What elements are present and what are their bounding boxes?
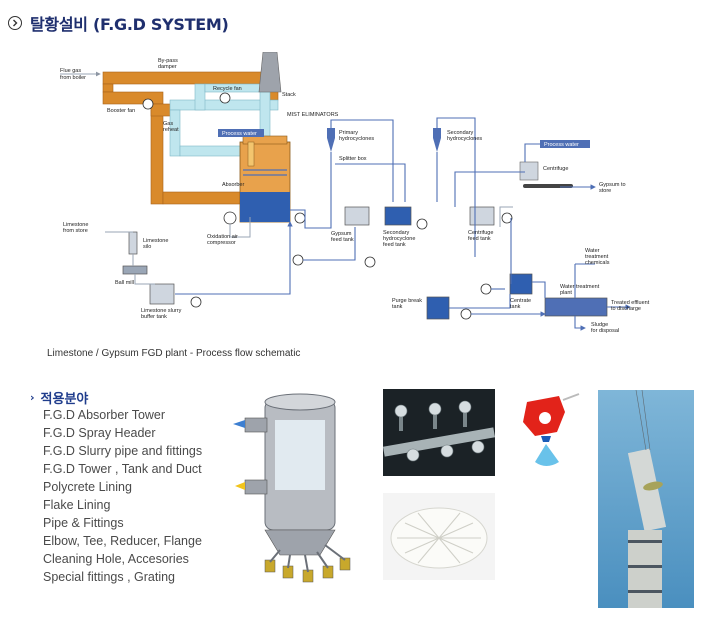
- list-item: F.G.D Absorber Tower: [43, 408, 166, 422]
- stack-tower-photo: [598, 390, 694, 608]
- label-centrifuge: Centrifuge: [543, 166, 568, 172]
- centrate-tank: [509, 273, 533, 295]
- label-limestone-store-2: from store: [63, 228, 88, 234]
- label-centrate-2: tank: [510, 304, 521, 310]
- list-item: F.G.D Spray Header: [43, 426, 156, 440]
- label-water-chem-2: treatment: [585, 254, 609, 260]
- label-stack: Stack: [282, 92, 296, 98]
- label-recycle-fan: Recycle fan: [213, 86, 242, 92]
- label-bypass-2: damper: [158, 64, 177, 70]
- primary-hydrocyclone: [327, 128, 335, 152]
- absorber-tower: [239, 135, 291, 223]
- label-effluent-2: to discharge: [611, 306, 641, 312]
- label-process-water-1: Process water: [222, 131, 257, 137]
- list-item: F.G.D Slurry pipe and fittings: [43, 444, 203, 458]
- label-oxidation-air-2: compressor: [207, 240, 236, 246]
- label-purge-tank-2: tank: [392, 304, 403, 310]
- secondary-feed-tank: [384, 206, 412, 226]
- label-centrate-1: Centrate: [510, 298, 531, 304]
- process-lines: [175, 117, 631, 331]
- list-item: Special fittings , Grating: [43, 570, 176, 584]
- label-gas-reheat-1: Gas: [163, 121, 173, 127]
- label-gypsum-feed-2: feed tank: [331, 237, 354, 243]
- label-buffer-tank-1: Limestone slurry: [141, 308, 182, 314]
- label-flue-gas-1: Flue gas: [60, 68, 81, 74]
- label-secondary-feed-2: hydrocyclone: [383, 236, 415, 242]
- label-absorber: Absorber: [222, 182, 244, 188]
- list-item: Cleaning Hole, Accesories: [43, 552, 189, 566]
- list-item: Elbow, Tee, Reducer, Flange: [43, 534, 202, 548]
- label-limestone-silo-2: silo: [143, 244, 151, 250]
- page-title-bar: 탈황설비 (F.G.D SYSTEM): [8, 10, 229, 36]
- clean-gas-duct: [169, 83, 279, 157]
- label-ball-mill: Ball mill: [115, 280, 134, 286]
- label-secondary-feed-1: Secondary: [383, 230, 410, 236]
- limestone-silo: [128, 231, 138, 255]
- label-gypsum-feed-1: Gypsum: [331, 231, 352, 237]
- label-booster-fan: Booster fan: [107, 108, 135, 114]
- centrifuge-feed-tank: [469, 206, 495, 226]
- chevron-right-icon: ›: [30, 391, 35, 404]
- limestone-buffer-tank: [149, 283, 175, 305]
- label-purge-tank-1: Purge break: [392, 298, 422, 304]
- label-secondary-hydro-1: Secondary: [447, 130, 474, 136]
- applications-list: F.G.D Absorber Tower F.G.D Spray Header …: [43, 406, 202, 586]
- label-gypsum-store-1: Gypsum to: [599, 182, 626, 188]
- label-water-plant-2: plant: [560, 290, 572, 296]
- label-secondary-feed-3: feed tank: [383, 242, 406, 248]
- schematic-labels: Flue gas from boiler By-pass damper Stac…: [60, 58, 650, 334]
- process-water-box-1: [218, 129, 264, 137]
- label-buffer-tank-2: buffer tank: [141, 314, 167, 320]
- label-gas-reheat-2: reheat: [163, 127, 179, 133]
- spray-nozzle-illustration: [523, 393, 580, 466]
- label-water-plant-1: Water treatment: [560, 284, 600, 290]
- label-bypass-1: By-pass: [158, 58, 178, 64]
- pumps: [142, 92, 513, 320]
- label-sludge-2: for disposal: [591, 328, 619, 334]
- label-oxidation-air-1: Oxidation air: [207, 234, 238, 240]
- label-water-chem-1: Water: [585, 248, 600, 254]
- centrifuge: [519, 161, 539, 181]
- list-item: F.G.D Tower , Tank and Duct: [43, 462, 202, 476]
- secondary-hydrocyclone: [433, 128, 441, 152]
- list-item: Pipe & Fittings: [43, 516, 124, 530]
- applications-heading: › 적용분야: [30, 388, 88, 407]
- schematic-caption: Limestone / Gypsum FGD plant - Process f…: [47, 348, 301, 359]
- label-centrifuge-feed-1: Centrifuge: [468, 230, 493, 236]
- label-primary-hydro-1: Primary: [339, 130, 358, 136]
- chevron-right-icon: [8, 16, 22, 30]
- label-limestone-store-1: Limestone: [63, 222, 88, 228]
- label-primary-hydro-2: hydrocyclones: [339, 136, 374, 142]
- absorber-tower-illustration: [233, 393, 351, 583]
- gray-lines: [60, 71, 513, 285]
- page-title: 탈황설비 (F.G.D SYSTEM): [30, 15, 229, 34]
- process-flow-schematic: Flue gas from boiler By-pass damper Stac…: [60, 52, 650, 334]
- purge-break-tank: [426, 296, 450, 320]
- stack: [258, 52, 282, 93]
- label-sludge-1: Sludge: [591, 322, 608, 328]
- list-item: Polycrete Lining: [43, 480, 132, 494]
- label-water-chem-3: chemicals: [585, 260, 610, 266]
- label-effluent-1: Treated effluent: [611, 300, 650, 306]
- water-treatment-plant: [544, 297, 608, 317]
- applications-heading-text: 적용분야: [40, 392, 89, 407]
- list-item: Flake Lining: [43, 498, 111, 512]
- grating-photo: [383, 493, 495, 580]
- label-limestone-silo-1: Limestone: [143, 238, 168, 244]
- label-secondary-hydro-2: hydrocyclones: [447, 136, 482, 142]
- label-flue-gas-2: from boiler: [60, 75, 86, 81]
- gypsum-feed-tank: [344, 206, 370, 226]
- label-gypsum-store-2: store: [599, 188, 611, 194]
- label-centrifuge-feed-2: feed tank: [468, 236, 491, 242]
- label-process-water-2: Process water: [544, 142, 579, 148]
- label-splitter-box: Splitter box: [339, 156, 367, 162]
- label-mist-eliminators: MIST ELIMINATORS: [287, 112, 339, 118]
- spray-header-photo: [383, 389, 495, 476]
- ball-mill: [122, 265, 148, 275]
